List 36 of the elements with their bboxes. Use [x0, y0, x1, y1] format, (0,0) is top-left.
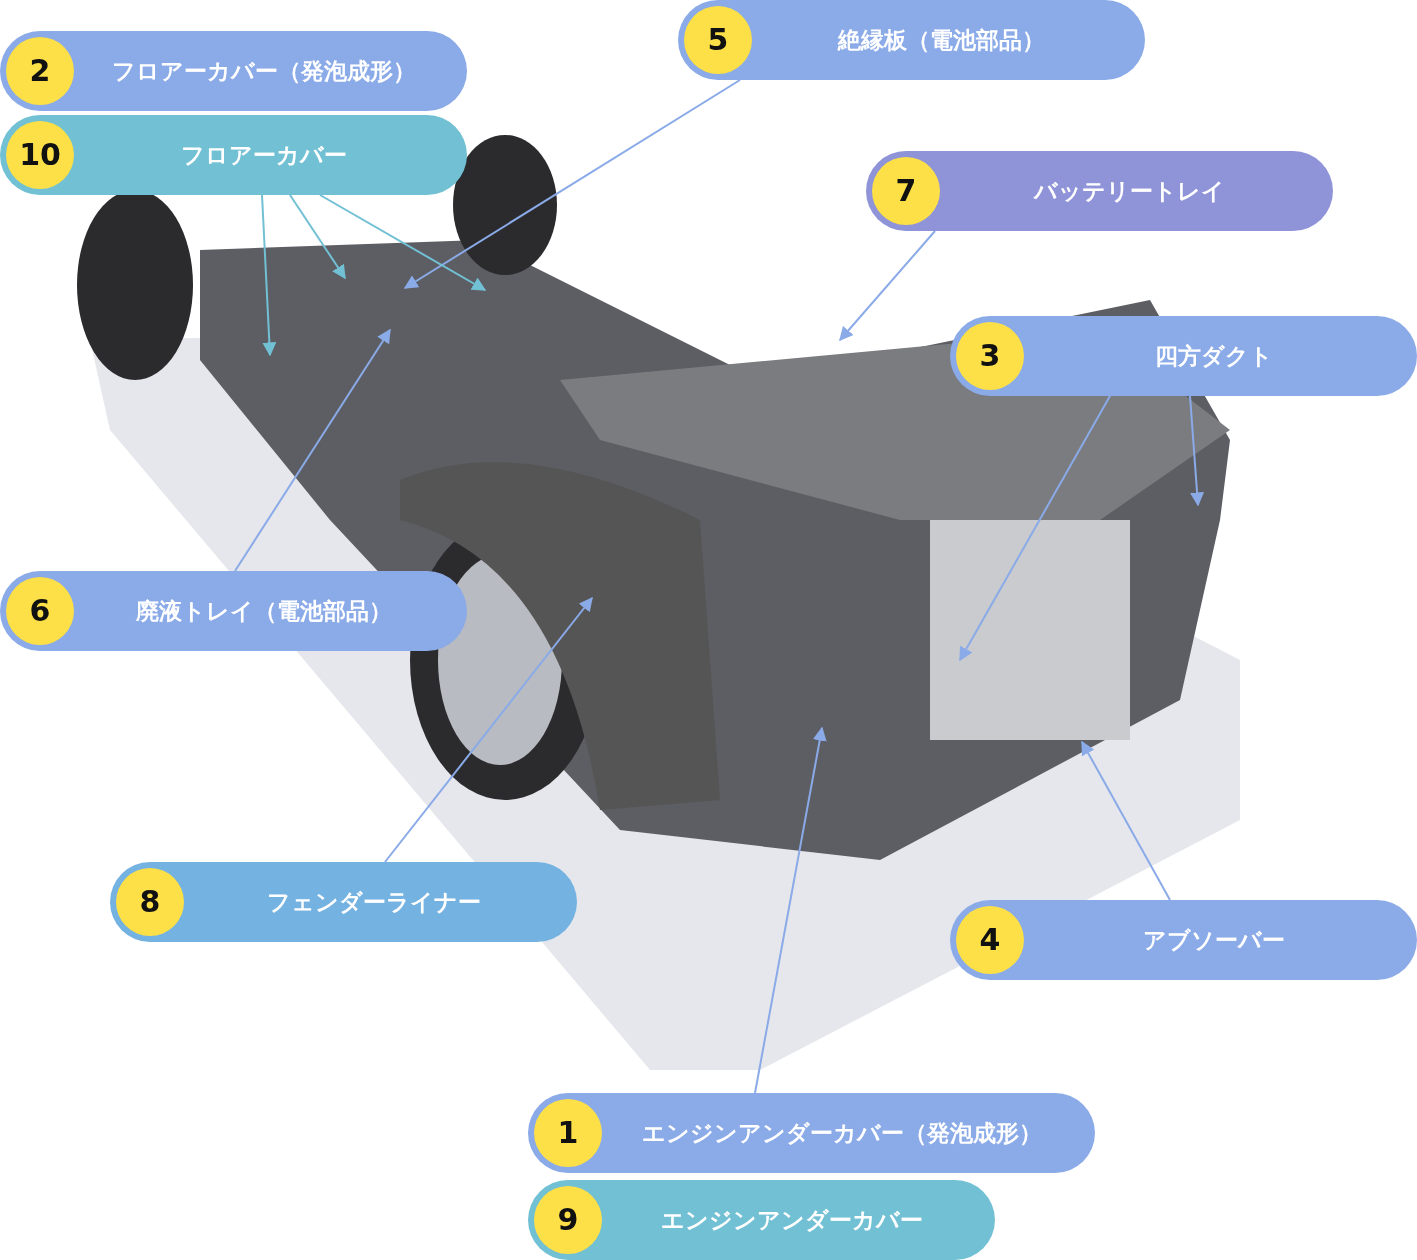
callout-number: 9: [534, 1186, 602, 1254]
part-name: フロアーカバー: [179, 141, 348, 170]
callout-number: 8: [116, 868, 184, 936]
part-name: フロアーカバー（発泡成形）: [110, 57, 417, 86]
part-name: 廃液トレイ（電池部品）: [134, 597, 393, 626]
part-name: エンジンアンダーカバー: [659, 1206, 924, 1235]
leader-line: [384, 596, 593, 863]
part-name: エンジンアンダーカバー（発泡成形）: [640, 1119, 1043, 1148]
leader-line: [1081, 740, 1171, 901]
callout-number: 10: [6, 121, 74, 189]
callout-label: [0, 31, 467, 111]
leader-line: [403, 79, 741, 289]
callout-number: 1: [534, 1099, 602, 1167]
callout-number: 5: [684, 6, 752, 74]
leader-line: [754, 726, 827, 1094]
leader-line: [959, 395, 1111, 662]
part-name: フェンダーライナー: [265, 888, 482, 917]
part-name: アブソーバー: [1141, 926, 1286, 955]
leader-line: [1189, 395, 1205, 507]
callout-label: [0, 115, 467, 195]
callout-label: [950, 316, 1417, 396]
callout-number: 4: [956, 906, 1024, 974]
callout-label: [0, 571, 467, 651]
part-name: 四方ダクト: [1153, 342, 1274, 371]
callout-number: 2: [6, 37, 74, 105]
leader-line: [234, 328, 391, 572]
leader-line: [289, 194, 346, 280]
callout-label: [950, 900, 1417, 980]
callout-number: 6: [6, 577, 74, 645]
part-name: バッテリートレイ: [1032, 177, 1226, 206]
part-name: 絶縁板（電池部品）: [836, 26, 1046, 55]
callout-number: 7: [872, 157, 940, 225]
leader-line: [261, 194, 277, 357]
leader-line: [319, 194, 487, 291]
leader-line: [839, 230, 936, 342]
callout-number: 3: [956, 322, 1024, 390]
